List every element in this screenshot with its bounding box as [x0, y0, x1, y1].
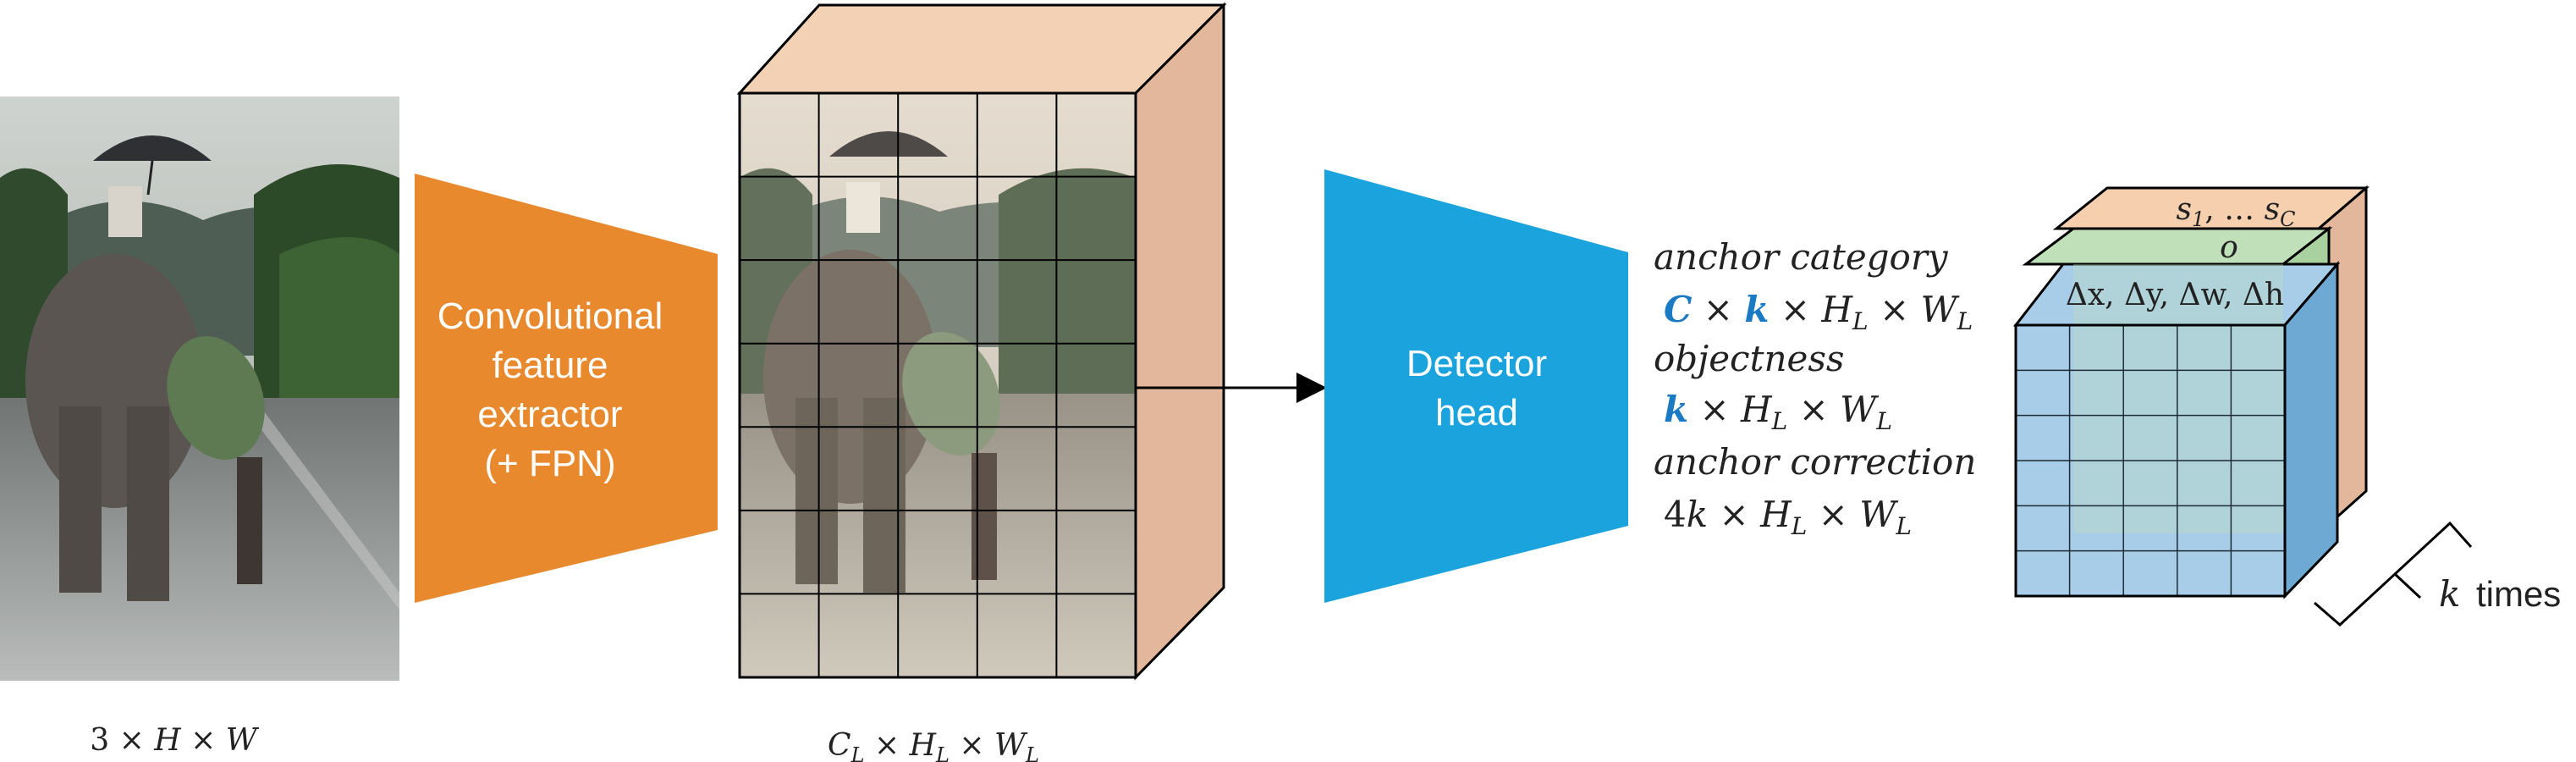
feature-map-side-face	[1134, 2, 1225, 681]
detector-head-block	[1324, 169, 1628, 603]
feature-map-dims-label: CL × HL × WL	[828, 728, 1039, 762]
objectness-k: k	[1664, 389, 1688, 430]
anchor-correction-formula: 4k × HL × WL	[1664, 494, 1912, 540]
extractor-line4: (+ FPN)	[484, 443, 615, 484]
deltas-label: Δx, Δy, Δw, Δh	[2066, 278, 2284, 312]
detector-line1: Detector	[1406, 343, 1547, 384]
output-descriptions: anchor category C × k × HL × WL objectne…	[1654, 236, 1976, 540]
k-times-k: k	[2439, 573, 2460, 615]
category-C: C	[1664, 289, 1693, 330]
feature-map-volume	[736, 2, 1227, 681]
anchor-category-formula: C × k × HL × WL	[1664, 289, 1973, 335]
feature-extractor-block	[415, 174, 718, 603]
k-times-word: times	[2476, 574, 2561, 614]
input-dims-label: 3 × H × W	[90, 723, 259, 758]
detector-head-label: Detector head	[1406, 343, 1547, 433]
output-grid	[2016, 325, 2285, 596]
input-photo	[0, 97, 399, 681]
extractor-line1: Convolutional	[438, 295, 663, 337]
feature-map-photo	[740, 93, 1136, 677]
objectness-title: objectness	[1654, 338, 1844, 379]
output-slab-labels: s1, … sC o Δx, Δy, Δw, Δh	[2066, 192, 2296, 312]
category-k: k	[1744, 289, 1769, 330]
feature-map-grid	[740, 93, 1136, 677]
anchor-correction-title: anchor correction	[1654, 441, 1976, 483]
scores-label: s1, … sC	[2177, 192, 2296, 231]
extractor-line3: extractor	[477, 394, 622, 435]
objectness-formula: k × HL × WL	[1664, 389, 1892, 435]
k-times-label: k times	[2439, 573, 2561, 615]
output-volume	[2012, 185, 2370, 599]
feature-extractor-label: Convolutional feature extractor (+ FPN)	[438, 295, 663, 484]
anchor-category-title: anchor category	[1654, 236, 1949, 278]
extractor-line2: feature	[493, 345, 608, 386]
detector-line2: head	[1435, 392, 1518, 433]
objectness-slab-label: o	[2220, 230, 2238, 265]
